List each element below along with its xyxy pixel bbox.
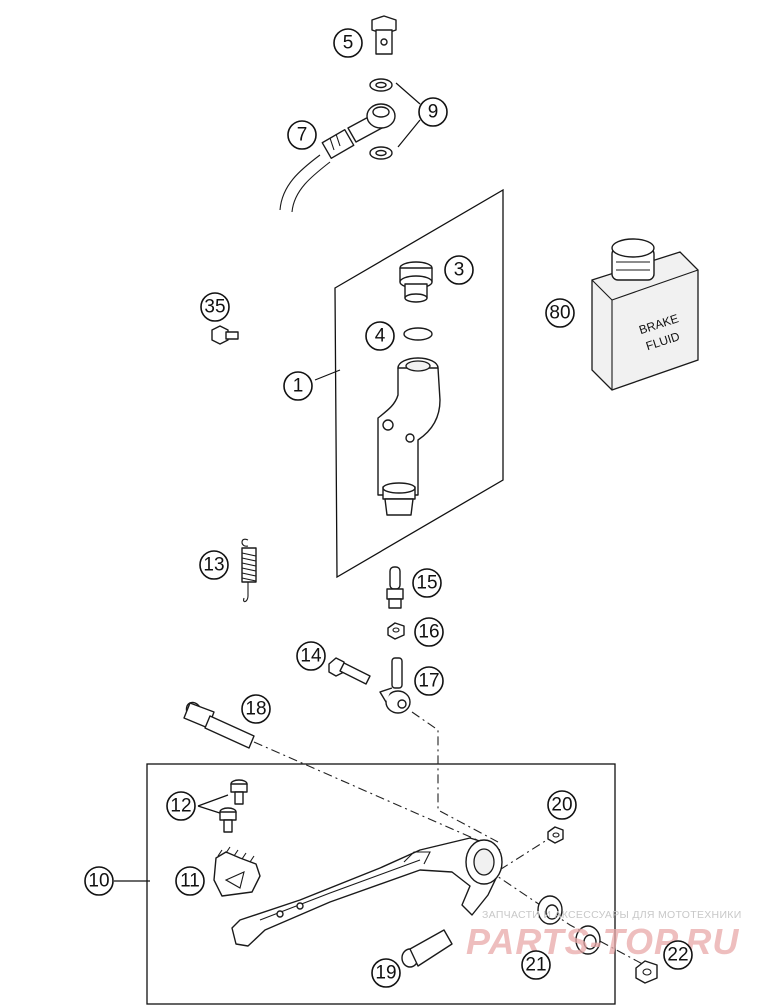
svg-text:13: 13 [203, 555, 224, 576]
o-ring-part [403, 327, 433, 341]
assembly-lines [253, 711, 651, 969]
callout-12: 12 [166, 791, 196, 821]
callout-1: 1 [283, 371, 313, 401]
callout-35: 35 [200, 292, 230, 322]
pedal-step-part [213, 846, 261, 897]
callout-9: 9 [418, 97, 448, 127]
return-spring-part [241, 538, 257, 603]
svg-text:35: 35 [204, 297, 225, 318]
callout-4: 4 [365, 321, 395, 351]
brake-fluid-bottle-part: BRAKE FLUID [591, 238, 699, 391]
callout-20: 20 [547, 790, 577, 820]
svg-text:15: 15 [416, 573, 437, 594]
step-screw-part [219, 779, 248, 833]
svg-text:12: 12 [170, 796, 191, 817]
svg-text:16: 16 [418, 622, 439, 643]
brake-pedal-assembly-frame [146, 763, 616, 1005]
callout-21: 21 [521, 950, 551, 980]
svg-text:18: 18 [245, 699, 266, 720]
svg-text:80: 80 [549, 303, 570, 324]
pedal-nut-part [547, 826, 564, 844]
watermark-tagline: ЗАПЧАСТИ И АКСЕССУАРЫ ДЛЯ МОТОТЕХНИКИ [482, 909, 742, 921]
callout-13: 13 [199, 550, 229, 580]
svg-text:10: 10 [88, 871, 109, 892]
pivot-nut-part [635, 960, 658, 984]
svg-text:20: 20 [551, 795, 572, 816]
bearing-part [537, 895, 601, 955]
callout-11: 11 [175, 866, 205, 896]
brake-pedal-part [231, 837, 503, 947]
svg-text:1: 1 [293, 376, 304, 397]
svg-text:22: 22 [667, 945, 688, 966]
svg-text:4: 4 [375, 326, 386, 347]
callout-17: 17 [414, 666, 444, 696]
svg-text:21: 21 [525, 955, 546, 976]
svg-text:9: 9 [428, 102, 439, 123]
watermark-site: PARTS-TOP.RU [466, 921, 739, 962]
pivot-bolt-part [183, 701, 255, 749]
callout-15: 15 [412, 568, 442, 598]
nut-part [387, 622, 405, 640]
svg-text:5: 5 [343, 33, 354, 54]
pushrod-bolt-part [328, 657, 371, 685]
callout-7: 7 [287, 120, 317, 150]
callout-80: 80 [545, 298, 575, 328]
master-cylinder-assembly-frame [334, 188, 504, 579]
banjo-bolt-part [371, 15, 397, 55]
watermark: ЗАПЧАСТИ И АКСЕССУАРЫ ДЛЯ МОТОТЕХНИКИ PA… [466, 909, 742, 962]
svg-text:7: 7 [297, 125, 308, 146]
svg-text:3: 3 [454, 260, 465, 281]
small-bolt-part [211, 325, 239, 345]
master-cylinder-part [377, 357, 441, 516]
callout-16: 16 [414, 617, 444, 647]
callout-14: 14 [296, 641, 326, 671]
callout-19: 19 [371, 958, 401, 988]
brake-line-part [279, 103, 396, 213]
svg-text:14: 14 [300, 646, 322, 667]
reservoir-connector-part [399, 261, 433, 303]
callout-18: 18 [241, 694, 271, 724]
svg-text:19: 19 [375, 963, 396, 984]
callout-5: 5 [333, 28, 363, 58]
leader-lines [114, 82, 421, 882]
bleed-screw-part [386, 566, 404, 609]
svg-text:11: 11 [180, 871, 200, 892]
sealing-washer-part [369, 78, 393, 160]
callout-3: 3 [444, 255, 474, 285]
svg-text:17: 17 [418, 671, 439, 692]
callout-10: 10 [84, 866, 114, 896]
pivot-pin-part [401, 929, 453, 968]
callout-22: 22 [663, 940, 693, 970]
pushrod-part [379, 657, 411, 714]
